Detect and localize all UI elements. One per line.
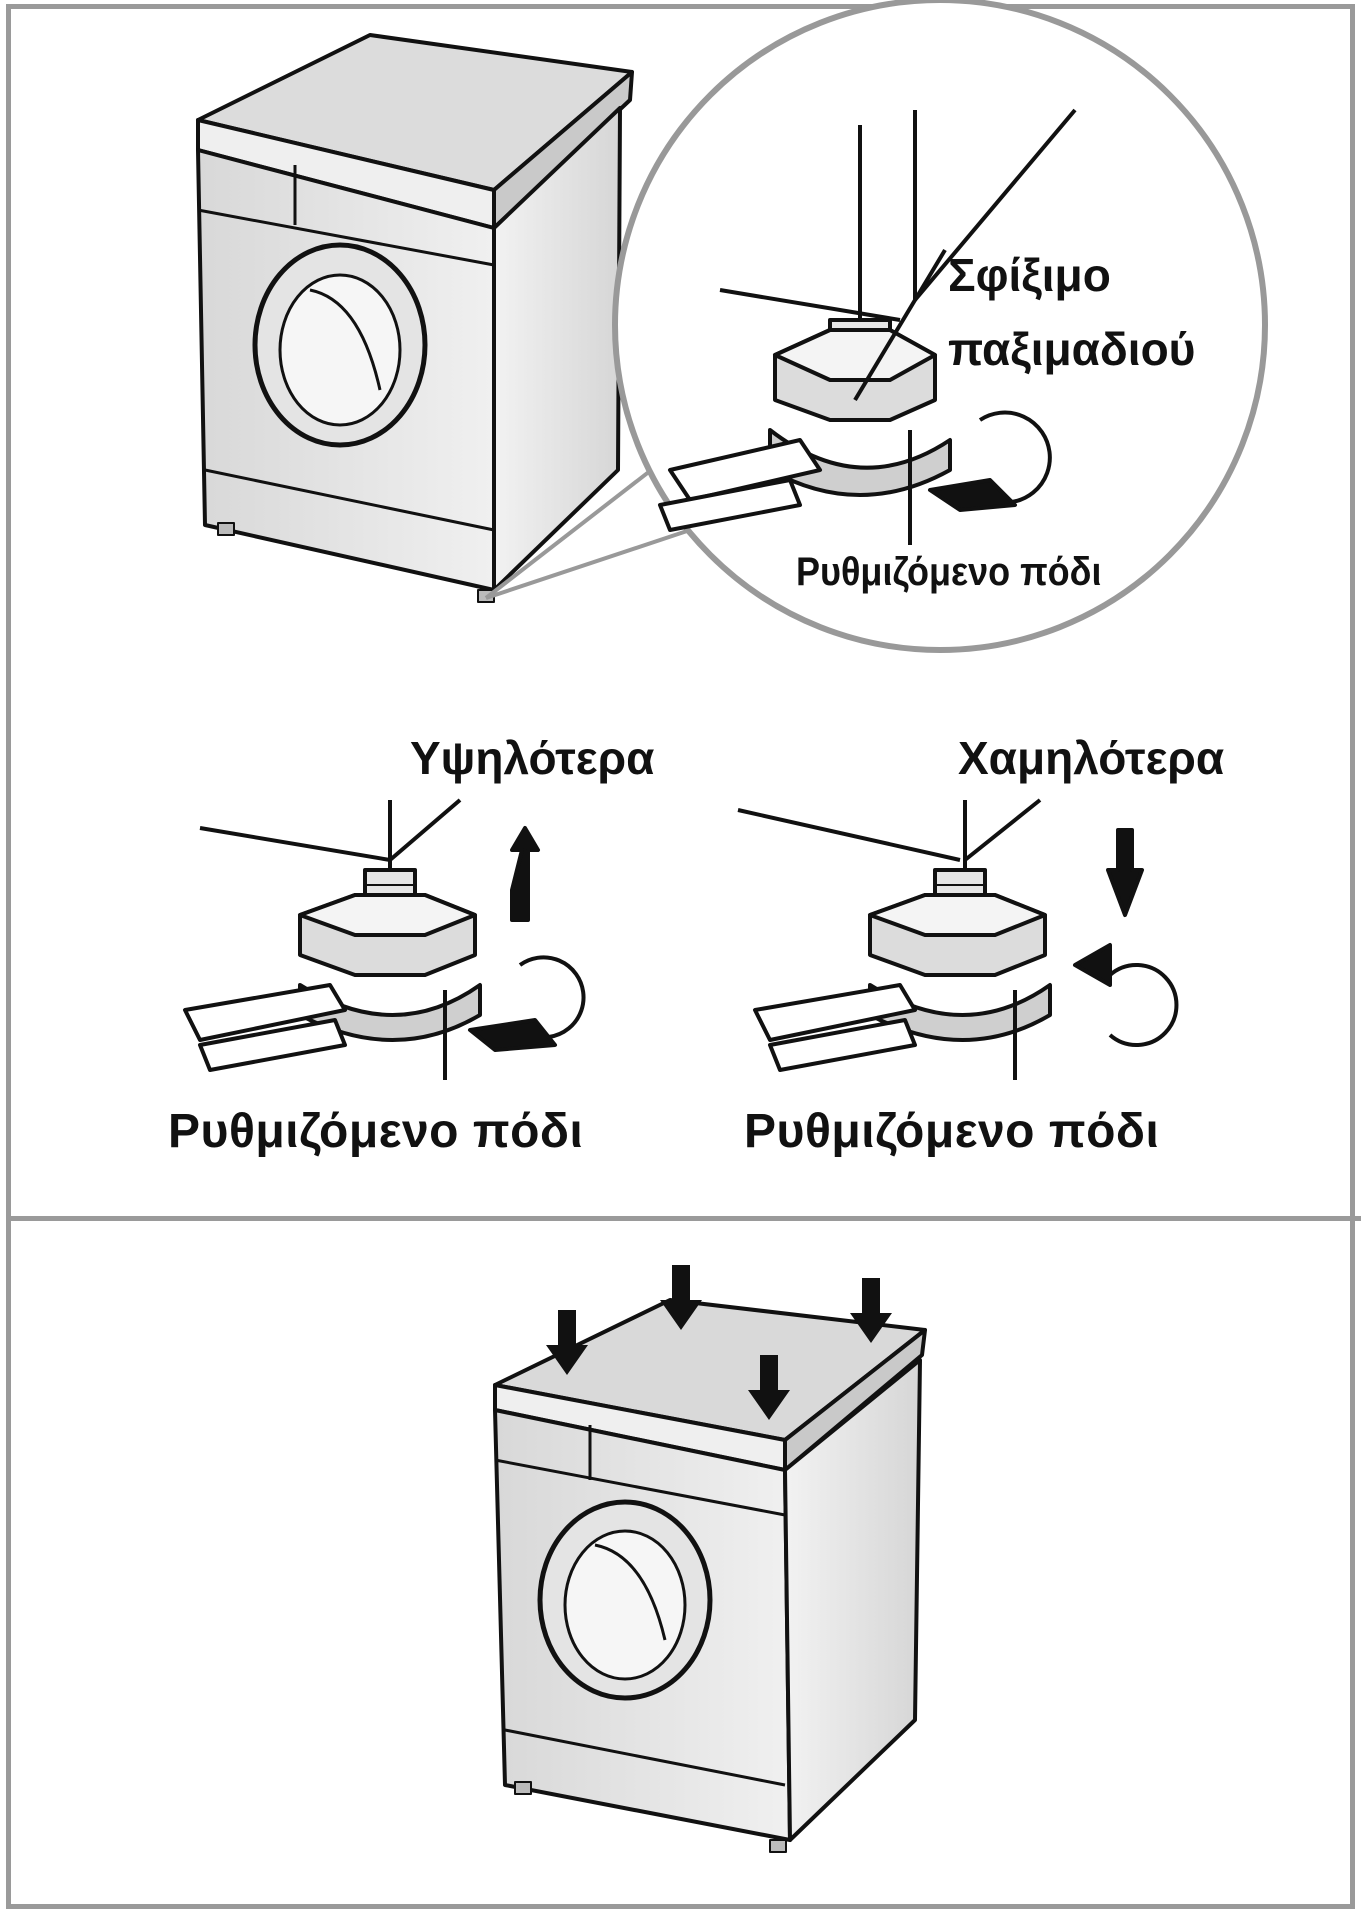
raise-label: Υψηλότερα <box>410 735 654 781</box>
lower-adjustable-foot-label: Ρυθμιζόμενο πόδι <box>744 1108 1159 1156</box>
washing-machine-bottom <box>495 1300 925 1852</box>
tighten-nut-label-line2: παξιμαδιού <box>948 326 1195 372</box>
lower-label: Χαμηλότερα <box>958 735 1224 781</box>
lower-foot-detail <box>738 800 1176 1080</box>
raise-foot-detail <box>185 800 584 1080</box>
callout-adjustable-foot-label: Ρυθμιζόμενο πόδι <box>796 552 1102 592</box>
raise-adjustable-foot-label: Ρυθμιζόμενο πόδι <box>168 1108 583 1156</box>
washing-machine-top <box>198 35 632 602</box>
tighten-nut-label-line1: Σφίξιμο <box>948 252 1111 298</box>
